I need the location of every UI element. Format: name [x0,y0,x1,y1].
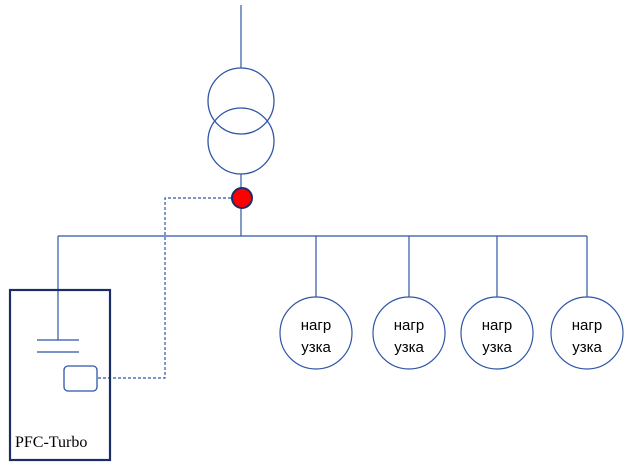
load-label-line2: узка [572,339,602,356]
pfc-device: PFC-Turbo [8,288,112,462]
load-circle [372,296,446,370]
current-sensor-icon [231,187,253,209]
controller-module-icon [63,365,98,392]
measurement-signal-line [98,197,231,379]
pfc-device-label: PFC-Turbo [15,434,87,451]
load-label-line1: нагр [394,317,424,334]
load-circle [550,296,624,370]
load-label-line2: узка [394,339,424,356]
load-label-line1: нагр [301,317,331,334]
pfc-device-frame [8,288,112,462]
load-label-line2: узка [301,339,331,356]
load-2: нагр узка [372,296,446,370]
load-label-line1: нагр [572,317,602,334]
transformer-primary-winding [207,67,275,135]
load-circle [460,296,534,370]
load-label-line1: нагр [482,317,512,334]
load-1: нагр узка [279,296,353,370]
transformer-icon [207,67,275,175]
load-3: нагр узка [460,296,534,370]
load-label-line2: узка [482,339,512,356]
transformer-secondary-winding [207,107,275,175]
load-circle [279,296,353,370]
load-4: нагр узка [550,296,624,370]
